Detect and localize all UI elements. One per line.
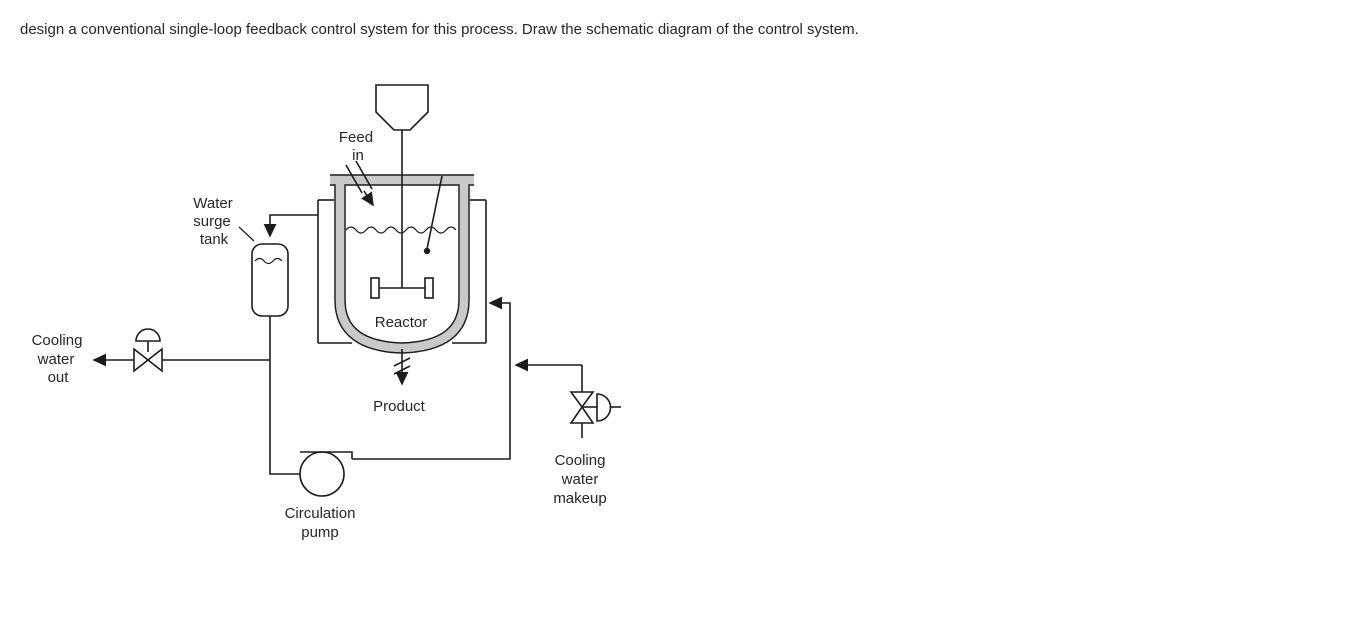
label-makeup-1: Cooling	[555, 452, 606, 469]
question-text: design a conventional single-loop feedba…	[20, 21, 859, 38]
cooling-water-makeup-line	[514, 358, 583, 438]
pump-suction-pipe	[269, 316, 300, 475]
agitator-blade-left	[370, 277, 380, 299]
label-feed-in-2: in	[352, 147, 364, 164]
pump-discharge-pipe	[352, 296, 511, 460]
label-reactor: Reactor	[375, 314, 428, 331]
jacket-outlet-pipe	[263, 214, 318, 238]
label-surge-tank-1: Water	[193, 195, 232, 212]
label-makeup-2: water	[561, 471, 599, 488]
label-feed-in-1: Feed	[339, 129, 373, 146]
label-product: Product	[373, 398, 426, 415]
cooling-water-out-valve	[133, 328, 163, 373]
surge-tank-label-pointer	[238, 226, 255, 242]
label-cooling-out-3: out	[48, 369, 70, 386]
label-circulation-pump-1: Circulation	[285, 505, 356, 522]
label-makeup-3: makeup	[553, 490, 606, 507]
label-surge-tank-3: tank	[200, 231, 229, 248]
feed-line	[345, 160, 374, 207]
product-line	[393, 349, 411, 386]
temperature-probe	[423, 175, 443, 255]
label-circulation-pump-2: pump	[301, 524, 339, 541]
agitator-blade-right	[424, 277, 434, 299]
cooling-jacket	[317, 199, 487, 344]
label-cooling-out-2: water	[37, 351, 75, 368]
liquid-level-line	[345, 226, 457, 234]
agitator	[370, 130, 434, 299]
label-surge-tank-2: surge	[193, 213, 231, 230]
water-surge-tank	[251, 243, 289, 317]
label-cooling-out-1: Cooling	[32, 332, 83, 349]
cooling-water-makeup-valve	[569, 391, 621, 424]
feed-hopper	[375, 84, 429, 131]
circulation-pump	[299, 451, 353, 497]
